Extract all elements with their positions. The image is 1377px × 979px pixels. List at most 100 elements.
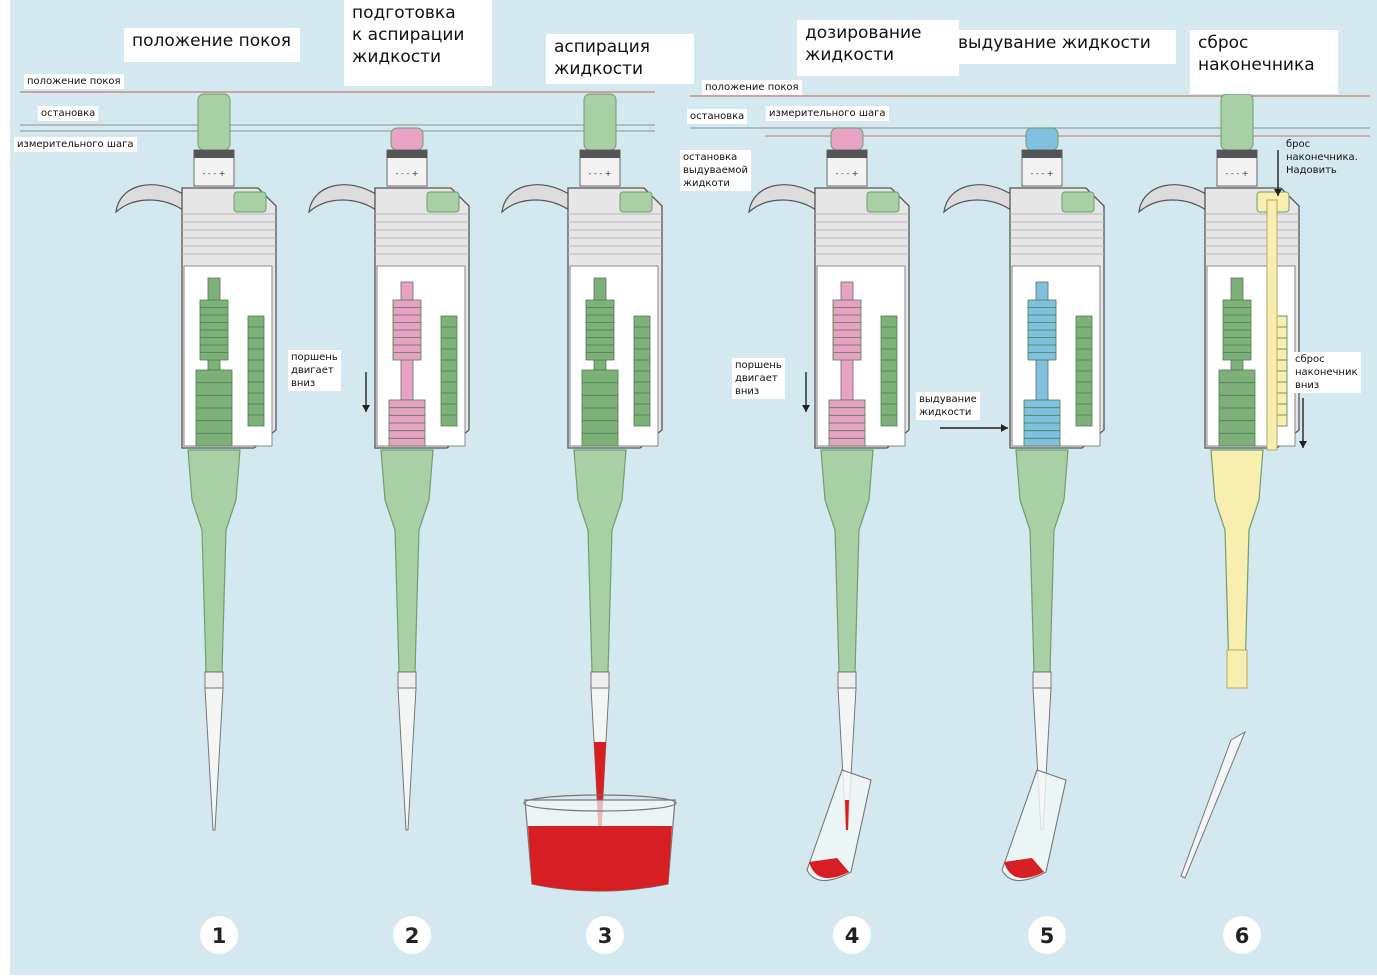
- blowout-arrow: [940, 424, 1008, 432]
- finger-hook: [116, 185, 186, 212]
- ejector-button: [234, 192, 266, 212]
- finger-hook: [309, 185, 379, 212]
- finger-hook: [1139, 185, 1209, 212]
- plunger-button: [391, 128, 423, 150]
- step-number-2: 2: [405, 924, 420, 948]
- upper-spring: [586, 300, 614, 360]
- display-ring: [387, 150, 427, 158]
- plunger-button: [584, 94, 616, 150]
- pipette-5: - - - +: [944, 128, 1104, 881]
- step-number-6: 6: [1235, 924, 1250, 948]
- step-number-5: 5: [1040, 924, 1055, 948]
- step-number-1: 1: [212, 924, 227, 948]
- ejector-button: [1062, 192, 1094, 212]
- right-blow-stop-label: остановка выдуваемой жидкоти: [680, 150, 751, 191]
- eject-top-arrow: [1274, 150, 1282, 196]
- ejector-button: [427, 192, 459, 212]
- tip-collar: [591, 672, 609, 688]
- ejector-spring: [248, 316, 264, 426]
- pipette-shaft: [188, 450, 240, 672]
- pipette-shaft: [574, 450, 626, 672]
- pipette-4: - - - +: [749, 128, 909, 881]
- finger-hook: [749, 185, 819, 212]
- plunger-button: [831, 128, 863, 150]
- display-ring: [827, 150, 867, 158]
- eject-down-arrow: [1299, 398, 1307, 448]
- piston-down-label-a: поршень двигает вниз: [288, 350, 341, 391]
- caption-eject: сброс наконечника: [1190, 30, 1338, 94]
- ejector-sleeve: [1227, 650, 1247, 688]
- upper-spring: [1223, 300, 1251, 360]
- tip-collar: [398, 672, 416, 688]
- display-ring: [1022, 150, 1062, 158]
- pipette-6: - - - +: [1139, 94, 1299, 878]
- caption-aspirate: аспирация жидкости: [546, 34, 694, 84]
- left-measure-label: измерительного шага: [14, 137, 137, 152]
- piston-down-label-b: поршень двигает вниз: [732, 358, 785, 399]
- pipette-shaft: [821, 450, 873, 672]
- display-digits: - - - +: [203, 169, 226, 178]
- finger-hook: [944, 185, 1014, 212]
- piston-spring: [389, 400, 425, 446]
- ejector-spring: [881, 316, 897, 426]
- piston-spring: [1024, 400, 1060, 446]
- pipette-shaft: [381, 450, 433, 672]
- display-digits: - - - +: [1031, 169, 1054, 178]
- caption-rest: положение покоя: [124, 28, 300, 62]
- ejector-button: [867, 192, 899, 212]
- upper-spring: [393, 300, 421, 360]
- beaker-liquid: [528, 826, 672, 891]
- piston-spring: [582, 370, 618, 446]
- plunger-button: [1221, 94, 1253, 150]
- eject-top-label: брос наконечника. Надовить: [1286, 138, 1358, 177]
- ejector-button: [620, 192, 652, 212]
- display-ring: [194, 150, 234, 158]
- caption-blowout: выдувание жидкости: [950, 30, 1176, 64]
- piston-spring: [196, 370, 232, 446]
- step-number-4: 4: [845, 924, 860, 948]
- right-measure-label: измерительного шага: [766, 106, 889, 121]
- tip-collar: [1033, 672, 1051, 688]
- pipette-tip: [398, 688, 416, 830]
- pipette-3: - - - +: [502, 94, 676, 891]
- ejector-arm: [1267, 200, 1277, 450]
- display-digits: - - - +: [836, 169, 859, 178]
- piston-down-arrow-a: [362, 372, 370, 412]
- display-digits: - - - +: [396, 169, 419, 178]
- pipette-shaft: [1211, 450, 1263, 672]
- upper-spring: [833, 300, 861, 360]
- piston-spring: [1219, 370, 1255, 446]
- piston-down-arrow-b: [802, 372, 810, 412]
- ejector-spring: [1076, 316, 1092, 426]
- finger-hook: [502, 185, 572, 212]
- plunger-button: [198, 94, 230, 150]
- right-stop-label: остановка: [687, 109, 747, 124]
- pipette-shaft: [1016, 450, 1068, 672]
- right-rest-label: положение покоя: [702, 80, 802, 95]
- display-ring: [1217, 150, 1257, 158]
- piston-spring: [829, 400, 865, 446]
- left-rest-label: положение покоя: [24, 74, 124, 89]
- tip-collar: [838, 672, 856, 688]
- ejector-spring: [634, 316, 650, 426]
- blowout-label: выдувание жидкости: [916, 392, 980, 420]
- plunger-button: [1026, 128, 1058, 150]
- caption-prepare: подготовка к аспирации жидкости: [344, 0, 492, 86]
- tip-collar: [205, 672, 223, 688]
- left-stop-label: остановка: [38, 106, 98, 121]
- upper-spring: [200, 300, 228, 360]
- step-number-3: 3: [598, 924, 613, 948]
- ejector-spring: [441, 316, 457, 426]
- ejected-tip: [1181, 732, 1245, 878]
- display-ring: [580, 150, 620, 158]
- upper-spring: [1028, 300, 1056, 360]
- pipette-1: - - - +: [116, 94, 276, 830]
- pipette-tip: [205, 688, 223, 830]
- eject-down-label: сброс наконечник вниз: [1292, 352, 1361, 393]
- caption-dispense: дозирование жидкости: [797, 20, 959, 76]
- display-digits: - - - +: [589, 169, 612, 178]
- pipette-2: - - - +: [309, 128, 469, 830]
- display-digits: - - - +: [1226, 169, 1249, 178]
